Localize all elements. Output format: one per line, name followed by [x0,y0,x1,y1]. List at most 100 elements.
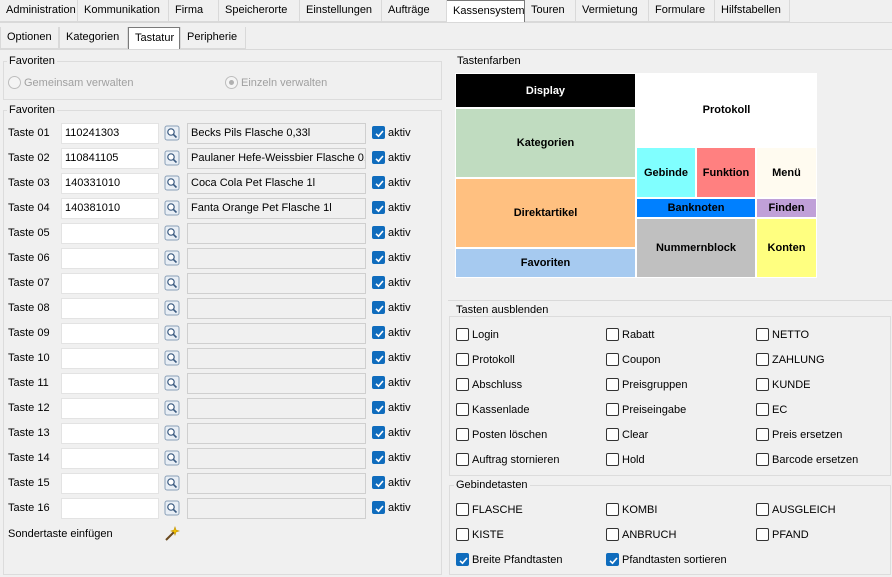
favorite-active-checkbox[interactable]: aktiv [372,476,411,489]
favorite-active-checkbox[interactable]: aktiv [372,276,411,289]
article-search-icon[interactable] [163,174,181,192]
option-kunde[interactable]: KUNDE [756,378,811,391]
option-zahlung[interactable]: ZAHLUNG [756,353,825,366]
favorite-article-input[interactable] [61,498,159,519]
tab-firma[interactable]: Firma [169,0,219,22]
article-search-icon[interactable] [163,474,181,492]
option-ausgleich[interactable]: AUSGLEICH [756,503,836,516]
favorite-article-input[interactable]: 110841105 [61,148,159,169]
favorite-active-checkbox[interactable]: aktiv [372,301,411,314]
color-key-funktion[interactable]: Funktion [696,147,756,198]
favorite-active-checkbox[interactable]: aktiv [372,226,411,239]
option-preiseingabe[interactable]: Preiseingabe [606,403,686,416]
color-key-menue[interactable]: Menü [756,147,817,198]
article-search-icon[interactable] [163,224,181,242]
radio-einzeln[interactable]: Einzeln verwalten [225,76,327,89]
option-pfand[interactable]: PFAND [756,528,809,541]
article-search-icon[interactable] [163,374,181,392]
favorite-article-input[interactable] [61,223,159,244]
tab-administration[interactable]: Administration [0,0,78,22]
option-login[interactable]: Login [456,328,499,341]
article-search-icon[interactable] [163,149,181,167]
favorite-article-input[interactable] [61,398,159,419]
favorite-article-input[interactable]: 140331010 [61,173,159,194]
tab-formulare[interactable]: Formulare [649,0,715,22]
tab-touren[interactable]: Touren [525,0,576,22]
option-rabatt[interactable]: Rabatt [606,328,654,341]
color-key-finden[interactable]: Finden [756,198,817,218]
favorite-active-checkbox[interactable]: aktiv [372,351,411,364]
favorite-article-input[interactable] [61,298,159,319]
article-search-icon[interactable] [163,499,181,517]
favorite-active-checkbox[interactable]: aktiv [372,401,411,414]
favorite-article-input[interactable] [61,323,159,344]
article-search-icon[interactable] [163,424,181,442]
favorite-article-input[interactable] [61,473,159,494]
favorite-active-checkbox[interactable]: aktiv [372,176,411,189]
tab-auftraege[interactable]: Aufträge [382,0,447,22]
favorite-article-input[interactable] [61,448,159,469]
favorite-article-input[interactable] [61,348,159,369]
tab-hilfstabellen[interactable]: Hilfstabellen [715,0,790,22]
option-breite-pfandtasten[interactable]: Breite Pfandtasten [456,553,563,566]
favorite-active-checkbox[interactable]: aktiv [372,251,411,264]
favorite-active-checkbox[interactable]: aktiv [372,426,411,439]
favorite-active-checkbox[interactable]: aktiv [372,501,411,514]
favorite-article-input[interactable] [61,248,159,269]
color-key-kategorien[interactable]: Kategorien [455,108,636,178]
favorite-active-checkbox[interactable]: aktiv [372,376,411,389]
option-barcode-ersetzen[interactable]: Barcode ersetzen [756,453,858,466]
favorite-article-input[interactable]: 110241303 [61,123,159,144]
favorite-article-input[interactable] [61,273,159,294]
tab-vermietung[interactable]: Vermietung [576,0,649,22]
option-preis-ersetzen[interactable]: Preis ersetzen [756,428,842,441]
option-abschluss[interactable]: Abschluss [456,378,522,391]
article-search-icon[interactable] [163,399,181,417]
article-search-icon[interactable] [163,124,181,142]
radio-gemeinsam[interactable]: Gemeinsam verwalten [8,76,133,89]
magic-wand-icon[interactable] [163,525,181,543]
article-search-icon[interactable] [163,449,181,467]
option-auftrag-stornieren[interactable]: Auftrag stornieren [456,453,559,466]
option-ec[interactable]: EC [756,403,787,416]
favorite-article-input[interactable] [61,373,159,394]
subtab-kategorien[interactable]: Kategorien [59,27,128,49]
option-netto[interactable]: NETTO [756,328,809,341]
tab-einstellungen[interactable]: Einstellungen [300,0,382,22]
color-key-nummernblock[interactable]: Nummernblock [636,218,756,278]
article-search-icon[interactable] [163,274,181,292]
favorite-active-checkbox[interactable]: aktiv [372,201,411,214]
favorite-active-checkbox[interactable]: aktiv [372,151,411,164]
subtab-optionen[interactable]: Optionen [0,27,59,49]
tab-speicherorte[interactable]: Speicherorte [219,0,300,22]
color-key-direktartikel[interactable]: Direktartikel [455,178,636,248]
favorite-active-checkbox[interactable]: aktiv [372,326,411,339]
article-search-icon[interactable] [163,199,181,217]
favorite-active-checkbox[interactable]: aktiv [372,451,411,464]
option-anbruch[interactable]: ANBRUCH [606,528,676,541]
article-search-icon[interactable] [163,249,181,267]
article-search-icon[interactable] [163,299,181,317]
color-key-display[interactable]: Display [455,73,636,108]
option-kombi[interactable]: KOMBI [606,503,657,516]
option-kassenlade[interactable]: Kassenlade [456,403,530,416]
tab-kassensystem[interactable]: Kassensystem [447,0,525,22]
article-search-icon[interactable] [163,324,181,342]
favorite-active-checkbox[interactable]: aktiv [372,126,411,139]
tab-kommunikation[interactable]: Kommunikation [78,0,169,22]
subtab-peripherie[interactable]: Peripherie [180,27,246,49]
option-hold[interactable]: Hold [606,453,645,466]
option-clear[interactable]: Clear [606,428,648,441]
option-protokoll[interactable]: Protokoll [456,353,515,366]
option-kiste[interactable]: KISTE [456,528,504,541]
article-search-icon[interactable] [163,349,181,367]
subtab-tastatur[interactable]: Tastatur [128,27,180,49]
option-pfandtasten-sortieren[interactable]: Pfandtasten sortieren [606,553,727,566]
color-key-banknoten[interactable]: Banknoten [636,198,756,218]
option-coupon[interactable]: Coupon [606,353,661,366]
color-key-protokoll[interactable]: Protokoll [636,73,817,147]
favorite-article-input[interactable] [61,423,159,444]
color-key-gebinde[interactable]: Gebinde [636,147,696,198]
option-flasche[interactable]: FLASCHE [456,503,523,516]
option-posten-loeschen[interactable]: Posten löschen [456,428,547,441]
